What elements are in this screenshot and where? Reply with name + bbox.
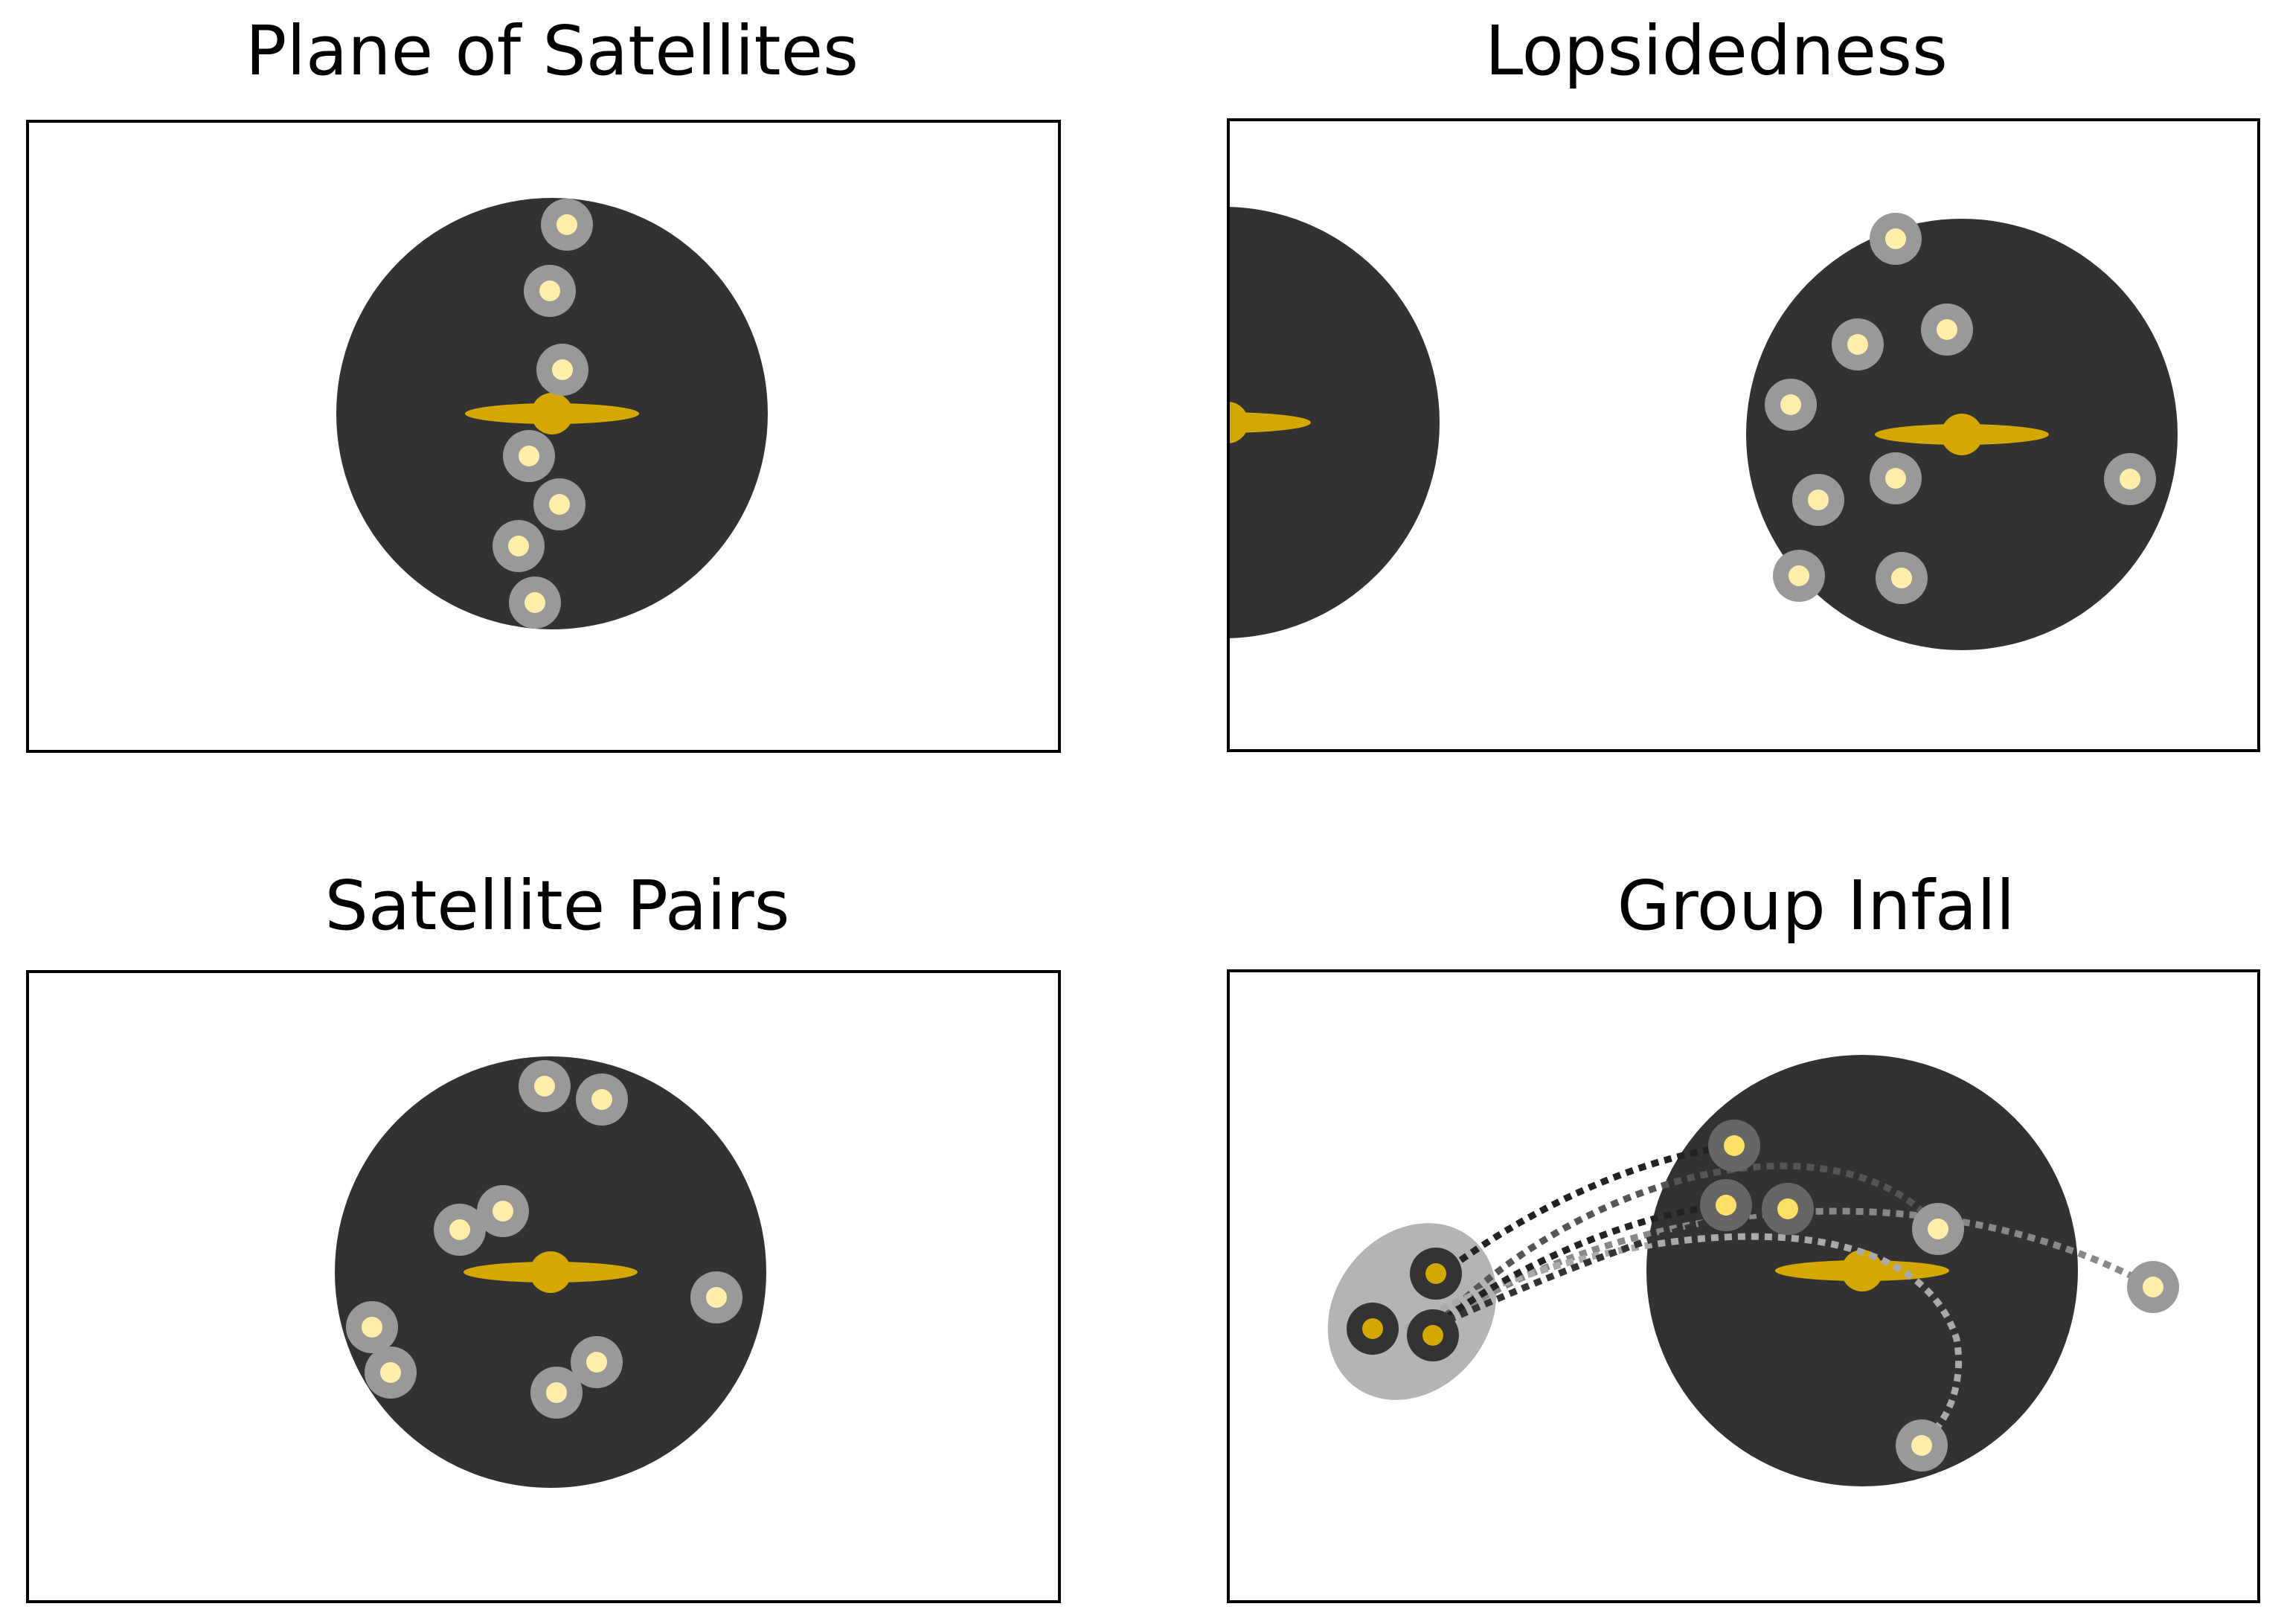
satellite (493, 520, 545, 572)
satellite (1921, 304, 1973, 356)
satellite (1832, 318, 1884, 370)
satellite (1762, 1183, 1814, 1235)
satellite (434, 1204, 486, 1256)
group-satellite (1407, 1309, 1459, 1361)
satellite-group (1765, 213, 2156, 604)
satellite (2127, 1261, 2179, 1313)
satellite (576, 1073, 628, 1126)
satellite (1773, 550, 1825, 602)
infalling-group-members (1347, 1248, 1462, 1361)
satellite (1792, 474, 1844, 526)
neighbor-halo (1228, 207, 1440, 638)
panel-satellite-pairs: Satellite Pairs (26, 866, 1061, 1603)
satellite (533, 478, 586, 530)
satellite (1870, 213, 1922, 265)
panel-frame (26, 970, 1061, 1603)
satellite (690, 1271, 742, 1323)
galaxy-bulge (1228, 402, 1248, 443)
panel-lopsidedness: Lopsidedness (1227, 11, 2260, 752)
host-galaxy (1875, 414, 2049, 455)
panel-plane-of-satellites: Plane of Satellites (26, 11, 1061, 753)
satellite (536, 344, 588, 396)
galaxy-bulge (1941, 414, 1983, 455)
infalling-group-envelope (1327, 1223, 1497, 1400)
galaxy-bulge (1841, 1250, 1883, 1291)
trajectory-path (1403, 1233, 1963, 1446)
satellite (1700, 1179, 1752, 1231)
panel-title-lopsidedness: Lopsidedness (1485, 11, 1948, 91)
panel-frame (26, 120, 1061, 753)
trajectory-path (1433, 1162, 1941, 1329)
satellite (519, 1060, 571, 1112)
satellite (571, 1336, 623, 1388)
host-galaxy (465, 393, 639, 434)
galaxy-bulge (531, 393, 573, 434)
panel-frame (1227, 118, 2260, 752)
satellite (477, 1185, 529, 1237)
satellite (1765, 379, 1817, 431)
panel-title-plane: Plane of Satellites (246, 11, 859, 91)
satellite (524, 265, 576, 317)
satellite-group (346, 1060, 742, 1419)
satellite (1896, 1419, 1948, 1471)
neighbor-galaxy (1228, 402, 1311, 443)
satellite (503, 430, 555, 482)
group-satellite (1410, 1248, 1462, 1300)
galaxy-bulge (530, 1251, 571, 1293)
panel-frame (1227, 969, 2260, 1603)
satellite-group (493, 199, 593, 629)
galaxy-disk (1228, 412, 1311, 433)
panel-title-pairs: Satellite Pairs (324, 866, 789, 946)
satellite (1912, 1203, 1964, 1255)
satellite (1870, 452, 1922, 504)
satellite (541, 199, 593, 251)
host-galaxy (463, 1251, 638, 1293)
satellite (2104, 453, 2156, 505)
satellite (1708, 1120, 1760, 1172)
panel-title-infall: Group Infall (1617, 866, 2015, 946)
satellite (365, 1347, 417, 1399)
accreted-satellites (1700, 1120, 2179, 1471)
trajectory-path (1434, 1201, 1727, 1329)
satellite (530, 1367, 583, 1419)
panel-group-infall: Group Infall (1227, 866, 2260, 1603)
satellite (346, 1301, 398, 1353)
satellite (1876, 552, 1928, 604)
satellite (509, 577, 561, 629)
group-satellite (1347, 1303, 1399, 1355)
trajectory-path (1426, 1142, 1735, 1287)
